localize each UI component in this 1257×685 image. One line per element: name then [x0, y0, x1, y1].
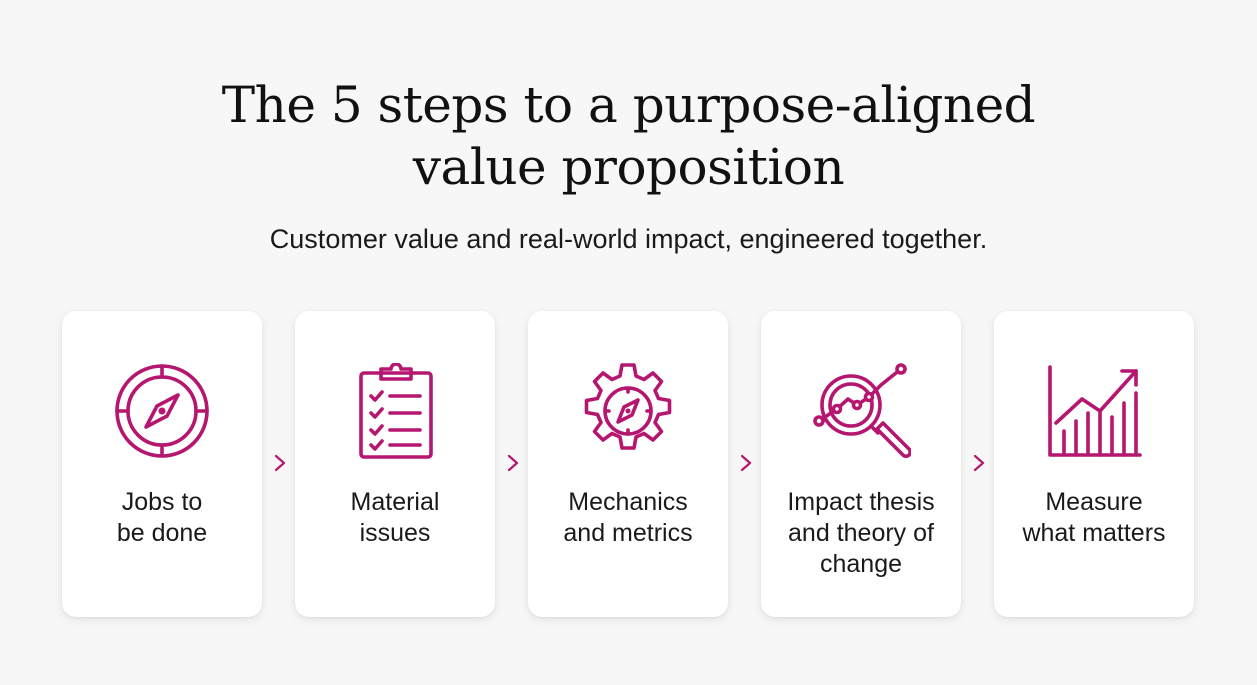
step-label-line: change: [819, 550, 903, 578]
page-title: The 5 steps to a purpose-aligned value p…: [0, 74, 1257, 198]
step-label-line: and theory of: [788, 519, 934, 547]
clipboard-checklist-icon: [345, 363, 445, 459]
step-label: Mechanics and metrics: [528, 487, 728, 549]
title-line-1: The 5 steps to a purpose-aligned: [221, 76, 1036, 134]
step-label-line: issues: [359, 519, 431, 547]
chevron-right-icon: [506, 451, 520, 475]
step-label: Material issues: [295, 487, 495, 549]
step-label-line: and metrics: [563, 519, 693, 547]
step-label-line: Jobs to: [121, 488, 203, 516]
gear-compass-icon: [578, 363, 678, 459]
step-label: Impact thesis and theory of change: [761, 487, 961, 580]
chevron-right-icon: [273, 451, 287, 475]
title-line-2: value proposition: [412, 138, 845, 196]
step-label-line: Mechanics: [568, 488, 688, 516]
compass-icon: [112, 363, 212, 459]
chevron-right-icon: [739, 451, 753, 475]
step-label-line: Measure: [1045, 488, 1143, 516]
step-label-line: Impact thesis: [787, 488, 935, 516]
growth-chart-icon: [1044, 363, 1144, 459]
step-card-mechanics-and-metrics: Mechanics and metrics: [528, 311, 728, 617]
magnifier-chart-icon: [811, 363, 911, 459]
step-card-material-issues: Material issues: [295, 311, 495, 617]
step-card-jobs-to-be-done: Jobs to be done: [62, 311, 262, 617]
step-label: Measure what matters: [994, 487, 1194, 549]
step-card-impact-thesis: Impact thesis and theory of change: [761, 311, 961, 617]
chevron-right-icon: [972, 451, 986, 475]
step-label: Jobs to be done: [62, 487, 262, 549]
step-label-line: what matters: [1022, 519, 1166, 547]
step-label-line: be done: [116, 519, 208, 547]
step-label-line: Material: [350, 488, 440, 516]
step-card-measure-what-matters: Measure what matters: [994, 311, 1194, 617]
page-subtitle: Customer value and real-world impact, en…: [269, 224, 988, 254]
